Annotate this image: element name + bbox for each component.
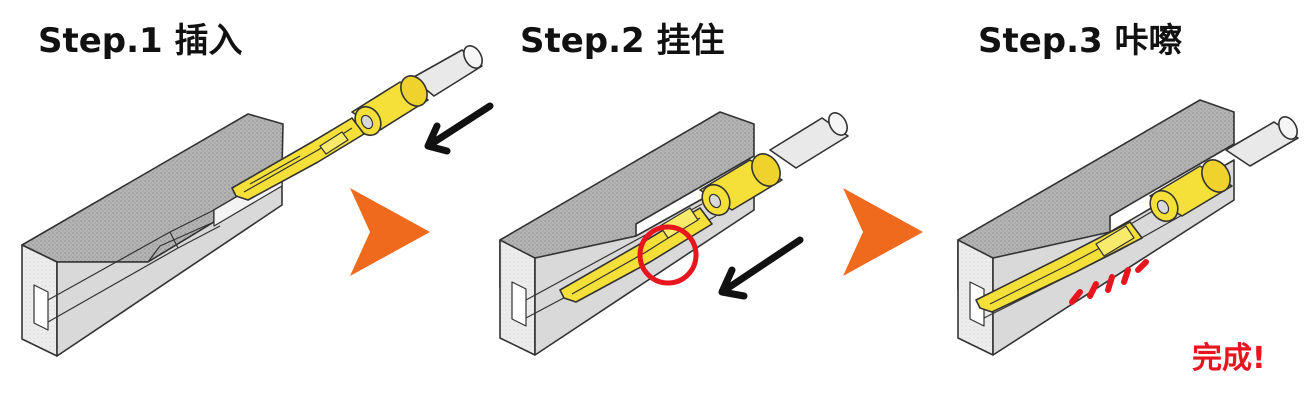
done-label: 完成! bbox=[1192, 341, 1266, 376]
step-2: Step.2 挂住 bbox=[499, 21, 849, 356]
step-2-housing bbox=[499, 111, 755, 356]
step-1-motion-arrow bbox=[424, 102, 494, 155]
step-1-terminal bbox=[231, 45, 483, 201]
step-2-terminal bbox=[559, 112, 849, 303]
step-3-terminal bbox=[975, 116, 1299, 313]
step-1-housing bbox=[21, 113, 284, 357]
step-1: Step.1 插入 bbox=[21, 21, 494, 357]
step-1-title: Step.1 插入 bbox=[38, 21, 243, 61]
chevron-right-icon bbox=[350, 188, 430, 276]
step-3-housing bbox=[957, 99, 1235, 356]
chevron-right-icon bbox=[843, 188, 923, 276]
circle-highlight-icon bbox=[637, 224, 699, 286]
step-3-title: Step.3 咔嚓 bbox=[978, 21, 1183, 61]
step-3: Step.3 咔嚓 完成! bbox=[957, 21, 1299, 376]
step-2-motion-arrow bbox=[718, 236, 804, 300]
step-2-title: Step.2 挂住 bbox=[520, 21, 725, 61]
click-burst-icon bbox=[1069, 259, 1149, 305]
